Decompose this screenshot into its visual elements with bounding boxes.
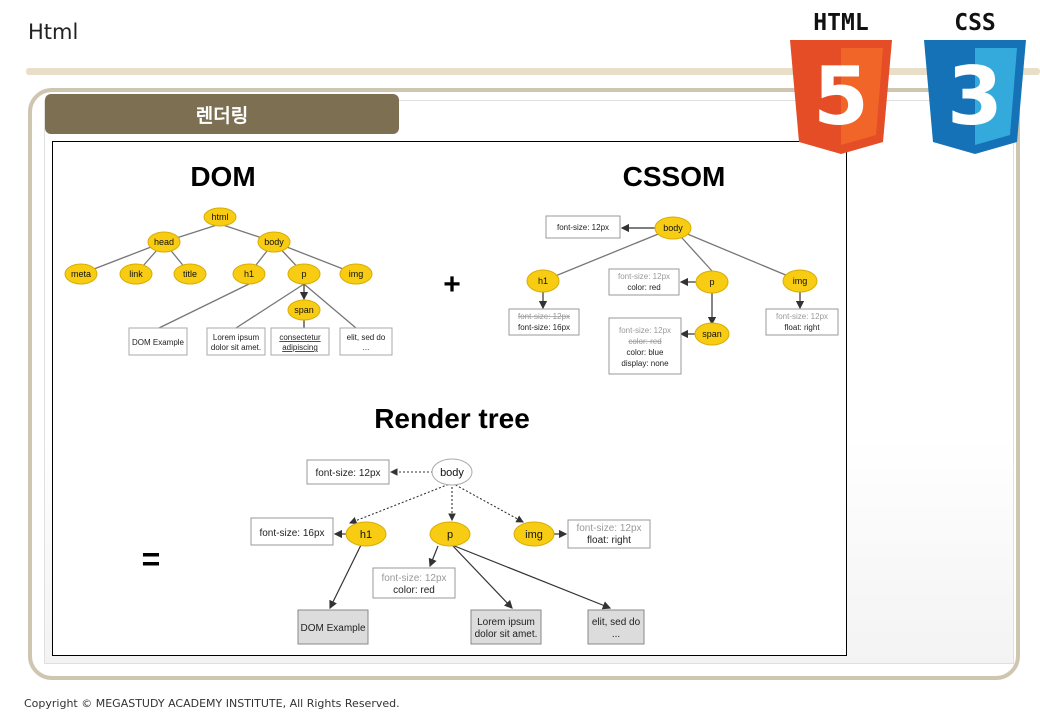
css3-logo-number: 3 <box>947 50 1003 143</box>
dom-node-html: html <box>211 212 228 222</box>
dom-text-adipiscing: adipiscing <box>282 343 318 352</box>
cssom-img-style: float: right <box>784 323 820 332</box>
section-tab: 렌더링 <box>45 94 399 134</box>
render-img-style: float: right <box>587 535 631 546</box>
page-title: Html <box>28 20 79 44</box>
cssom-span-color: color: blue <box>627 348 664 357</box>
render-p-style: color: red <box>393 585 435 596</box>
html5-logo-icon: HTML 5 <box>790 10 892 154</box>
cssom-img-inherited: font-size: 12px <box>776 312 828 321</box>
dom-node-p: p <box>301 269 306 279</box>
dom-node-meta: meta <box>71 269 91 279</box>
cssom-span-display: display: none <box>621 359 669 368</box>
cssom-span-struck: color: red <box>628 337 661 346</box>
cssom-node-img: img <box>793 276 808 286</box>
dom-text-lorem: Lorem ipsum <box>213 333 260 342</box>
render-node-p: p <box>447 529 453 541</box>
html5-logo-number: 5 <box>813 50 869 143</box>
cssom-body-style: font-size: 12px <box>557 223 609 232</box>
render-node-img: img <box>525 529 543 541</box>
content-frame <box>28 88 1020 680</box>
render-img-inherited: font-size: 12px <box>576 523 641 534</box>
dom-text-ellipsis: ... <box>363 343 370 352</box>
render-leaf-elit: elit, sed do <box>592 617 641 628</box>
cssom-node-h1: h1 <box>538 276 548 286</box>
plus-sign: + <box>443 268 461 301</box>
render-leaf-dom-example: DOM Example <box>300 623 365 634</box>
equals-sign: = <box>142 541 161 577</box>
css3-logo-icon: CSS 3 <box>924 10 1026 154</box>
render-p-inherited: font-size: 12px <box>381 573 446 584</box>
dom-node-title: title <box>183 269 197 279</box>
dom-node-body: body <box>264 237 284 247</box>
cssom-title: CSSOM <box>623 161 726 192</box>
dom-title: DOM <box>190 161 255 192</box>
cssom-node-span: span <box>702 329 722 339</box>
dom-text-elit: elit, sed do <box>347 333 386 342</box>
cssom-h1-style: font-size: 16px <box>518 323 570 332</box>
dom-node-img: img <box>349 269 364 279</box>
dom-text-dolor: dolor sit amet. <box>211 343 261 352</box>
dom-node-link: link <box>129 269 143 279</box>
render-leaf-dolor: dolor sit amet. <box>475 629 538 640</box>
dom-node-h1: h1 <box>244 269 254 279</box>
copyright-text: Copyright © MEGASTUDY ACADEMY INSTITUTE,… <box>24 697 400 710</box>
dom-text-consectetur: consectetur <box>279 333 321 342</box>
cssom-node-p: p <box>709 277 714 287</box>
dom-node-head: head <box>154 237 174 247</box>
dom-text-dom-example: DOM Example <box>132 338 185 347</box>
cssom-h1-struck: font-size: 12px <box>518 312 570 321</box>
render-node-body: body <box>440 467 464 479</box>
html5-logo-text: HTML <box>813 10 868 36</box>
render-leaf-lorem: Lorem ipsum <box>477 617 535 628</box>
render-body-style: font-size: 12px <box>315 468 380 479</box>
rendering-diagram: DOM html head body meta link title h1 p <box>52 141 847 656</box>
cssom-span-inherited: font-size: 12px <box>619 326 671 335</box>
render-node-h1: h1 <box>360 529 372 541</box>
dom-node-span: span <box>294 305 314 315</box>
title-divider <box>26 68 1040 75</box>
cssom-p-inherited: font-size: 12px <box>618 272 670 281</box>
cssom-node-body: body <box>663 223 683 233</box>
cssom-p-style: color: red <box>627 283 660 292</box>
render-leaf-ellipsis: ... <box>612 629 620 640</box>
css3-logo-text: CSS <box>954 10 996 36</box>
render-h1-style: font-size: 16px <box>259 528 324 539</box>
render-tree-title: Render tree <box>374 403 530 434</box>
